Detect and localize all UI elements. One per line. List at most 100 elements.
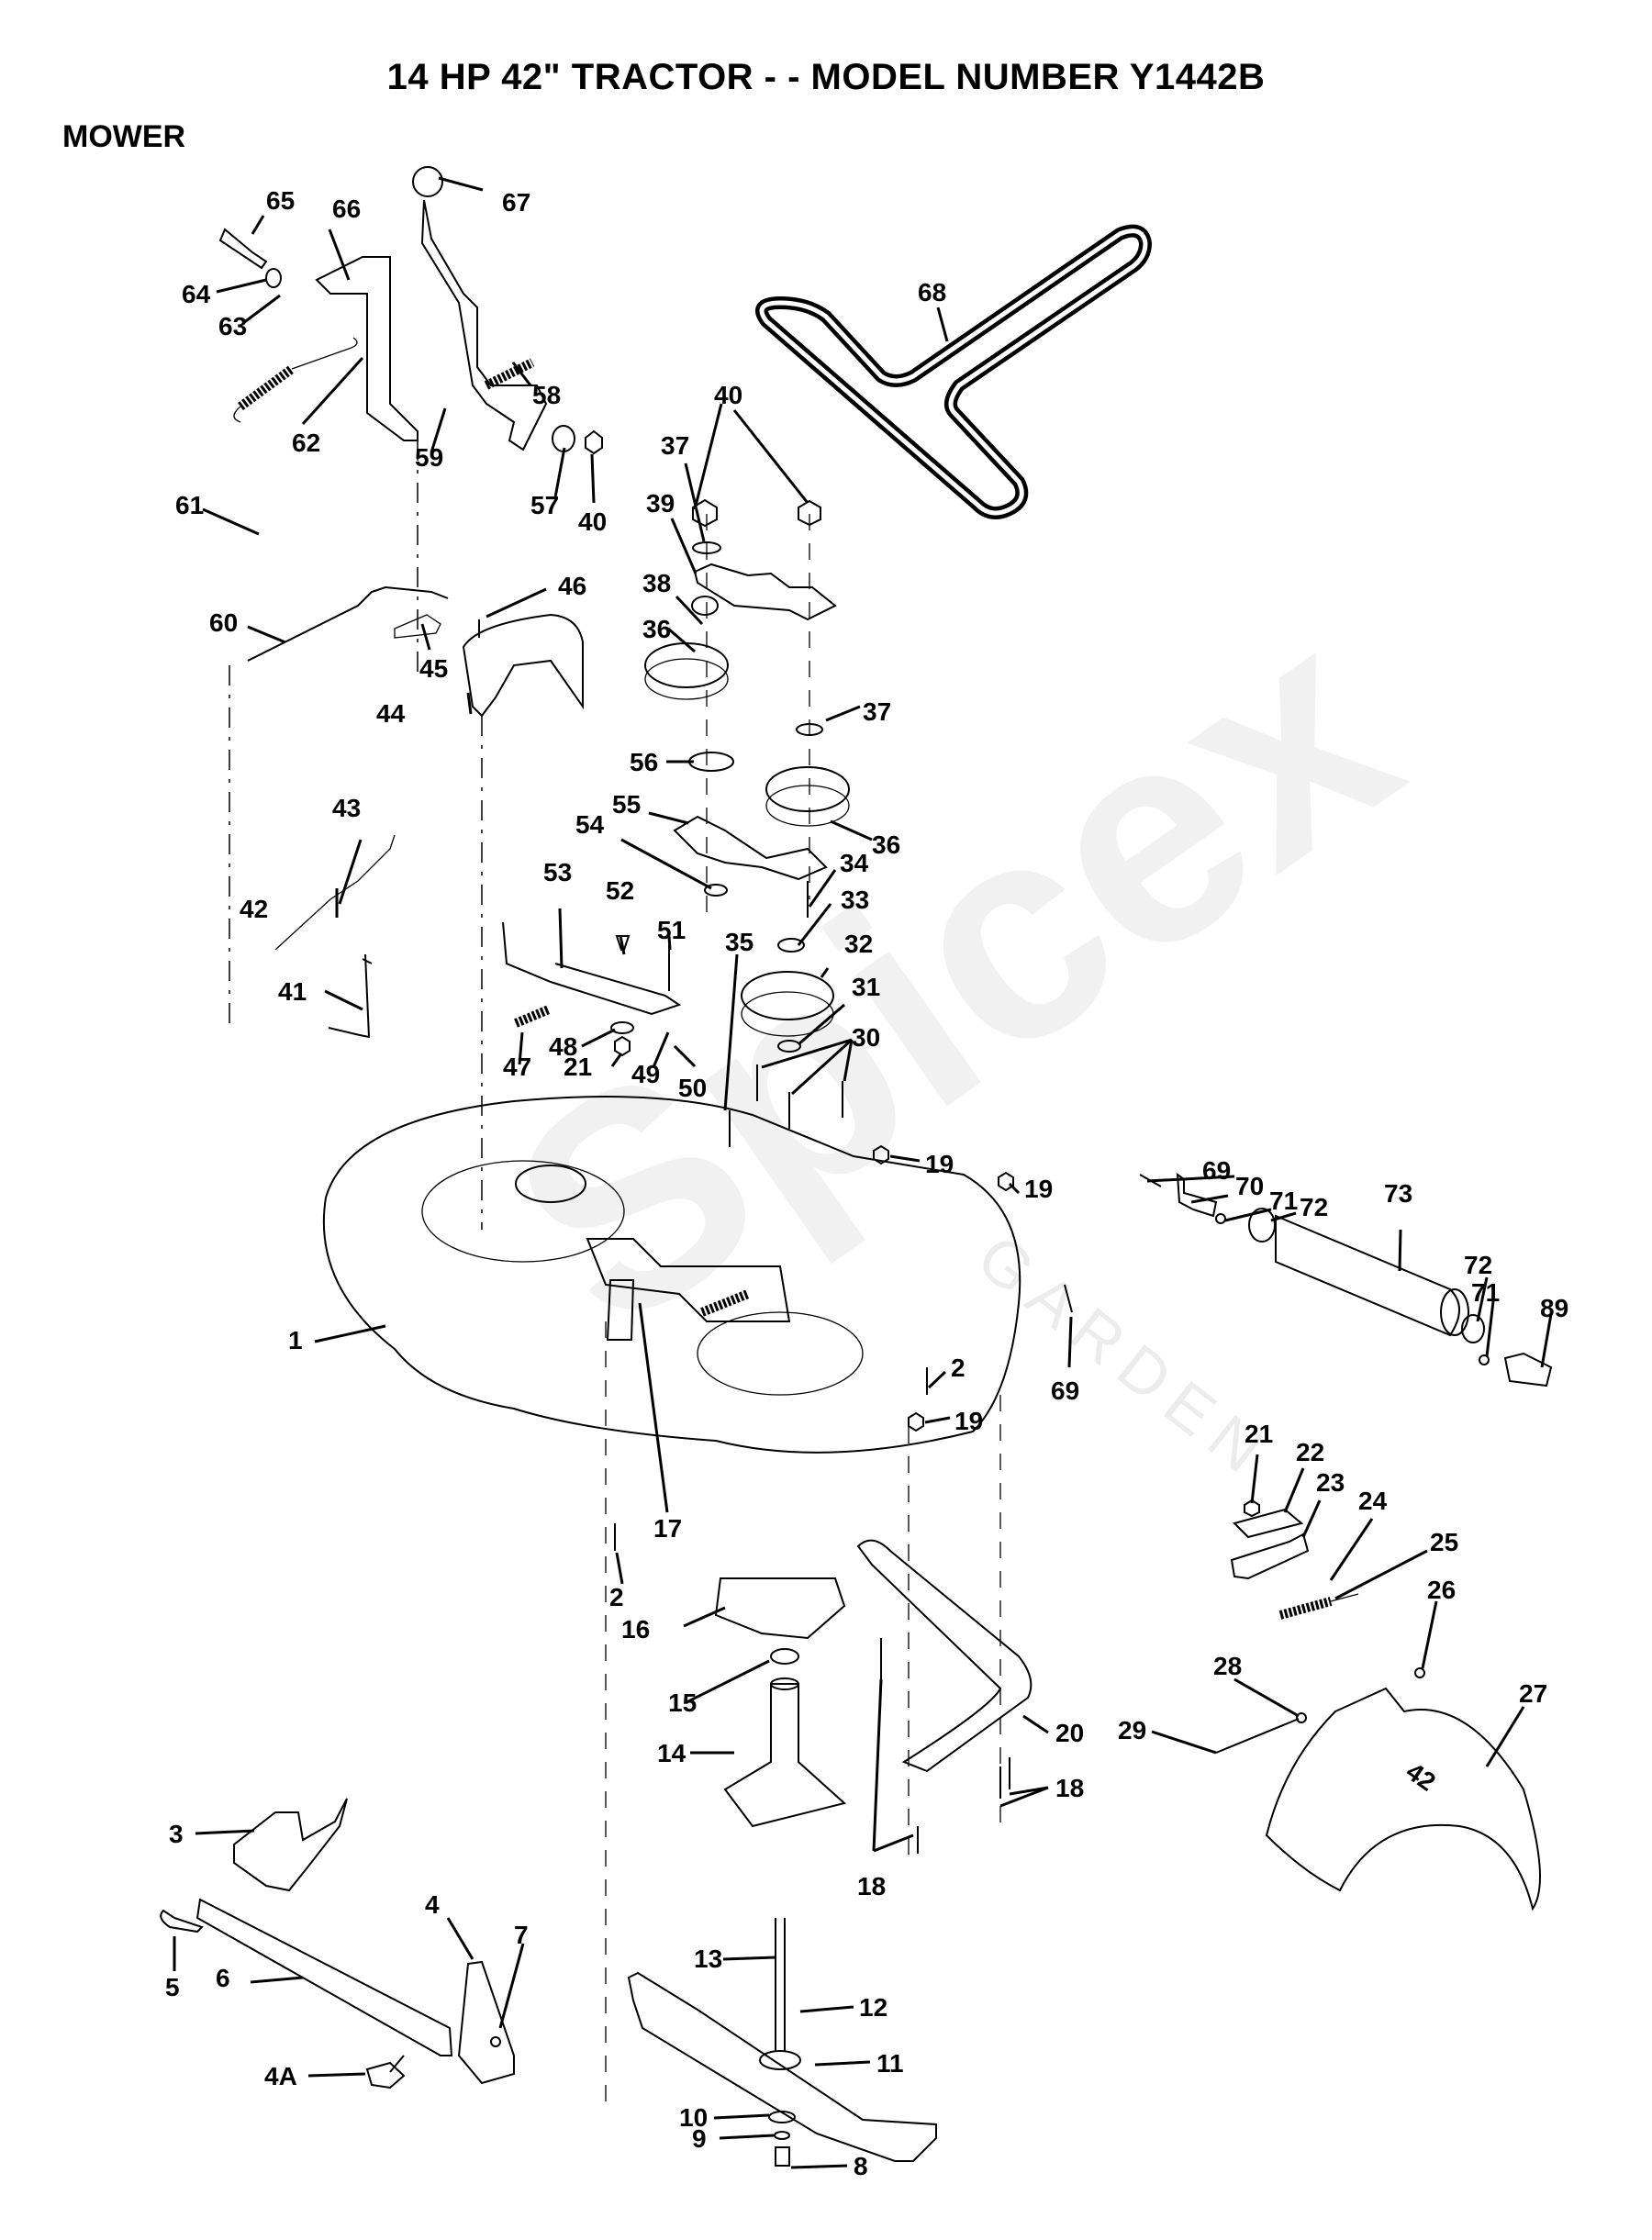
callout-70[interactable]: 70 — [1235, 1172, 1264, 1200]
callout-26[interactable]: 26 — [1427, 1576, 1456, 1604]
mower-blade-11[interactable] — [627, 1971, 937, 2162]
idler-assembly — [644, 498, 850, 918]
callout-55[interactable]: 55 — [612, 790, 641, 819]
callout-36[interactable]: 36 — [872, 830, 900, 859]
callout-2[interactable]: 2 — [951, 1354, 966, 1382]
callout-30[interactable]: 30 — [852, 1023, 880, 1052]
section-heading: MOWER — [62, 119, 186, 154]
callout-25[interactable]: 25 — [1430, 1528, 1458, 1556]
callout-36[interactable]: 36 — [642, 615, 671, 643]
drag-link-6[interactable] — [195, 1898, 453, 2056]
callout-13[interactable]: 13 — [694, 1945, 722, 1973]
callout-42[interactable]: 42 — [240, 895, 268, 923]
spacer-56 — [688, 752, 734, 772]
callout-19[interactable]: 19 — [925, 1150, 954, 1178]
callout-63[interactable]: 63 — [218, 312, 247, 340]
callout-60[interactable]: 60 — [209, 608, 238, 637]
callout-72[interactable]: 72 — [1464, 1251, 1492, 1279]
callout-71[interactable]: 71 — [1269, 1187, 1298, 1215]
spindle-shaft-13 — [775, 1918, 786, 2051]
nut-71b — [1479, 1354, 1490, 1365]
callout-31[interactable]: 31 — [852, 973, 880, 1001]
callout-5[interactable]: 5 — [165, 1973, 180, 2001]
callout-37[interactable]: 37 — [863, 697, 891, 726]
callout-18[interactable]: 18 — [1055, 1774, 1084, 1802]
callout-15[interactable]: 15 — [668, 1688, 697, 1717]
callout-41[interactable]: 41 — [278, 977, 307, 1006]
callout-33[interactable]: 33 — [841, 886, 869, 914]
callout-29[interactable]: 29 — [1118, 1716, 1146, 1744]
callout-49[interactable]: 49 — [631, 1060, 660, 1088]
callout-66[interactable]: 66 — [332, 195, 361, 223]
callout-45[interactable]: 45 — [419, 654, 448, 683]
callout-39[interactable]: 39 — [646, 489, 675, 518]
callout-40[interactable]: 40 — [714, 381, 742, 409]
callout-61[interactable]: 61 — [175, 491, 204, 519]
callout-23[interactable]: 23 — [1316, 1468, 1345, 1497]
callout-57[interactable]: 57 — [530, 491, 559, 519]
callout-69[interactable]: 69 — [1202, 1156, 1231, 1185]
callout-24[interactable]: 24 — [1358, 1487, 1388, 1515]
callout-37[interactable]: 37 — [661, 431, 689, 460]
callout-8[interactable]: 8 — [854, 2152, 868, 2180]
callout-62[interactable]: 62 — [292, 429, 320, 457]
callout-4[interactable]: 4 — [425, 1890, 440, 1919]
callout-11[interactable]: 11 — [876, 2049, 904, 2078]
callout-53[interactable]: 53 — [543, 858, 572, 886]
callout-52[interactable]: 52 — [606, 876, 634, 905]
callout-9[interactable]: 9 — [692, 2124, 707, 2153]
callout-65[interactable]: 65 — [266, 186, 295, 215]
callout-38[interactable]: 38 — [642, 569, 671, 597]
callout-48[interactable]: 48 — [549, 1032, 577, 1061]
callout-3[interactable]: 3 — [169, 1820, 184, 1848]
drive-belt[interactable] — [755, 224, 1152, 519]
callout-71[interactable]: 71 — [1471, 1278, 1500, 1307]
callout-16[interactable]: 16 — [621, 1615, 650, 1644]
mower-deck[interactable] — [322, 1096, 1021, 2111]
callout-34[interactable]: 34 — [840, 849, 869, 877]
callout-4a[interactable]: 4A — [264, 2062, 297, 2090]
callout-40[interactable]: 40 — [578, 507, 607, 536]
callout-19[interactable]: 19 — [954, 1407, 983, 1435]
callout-20[interactable]: 20 — [1055, 1719, 1084, 1747]
callout-73[interactable]: 73 — [1384, 1179, 1412, 1208]
callout-69[interactable]: 69 — [1051, 1376, 1079, 1405]
callout-2[interactable]: 2 — [609, 1583, 624, 1611]
callout-32[interactable]: 32 — [844, 930, 873, 958]
callout-72[interactable]: 72 — [1300, 1193, 1328, 1221]
callout-59[interactable]: 59 — [415, 443, 443, 472]
callout-14[interactable]: 14 — [657, 1739, 686, 1767]
callout-19[interactable]: 19 — [1024, 1175, 1053, 1203]
callout-68[interactable]: 68 — [918, 278, 946, 306]
callout-58[interactable]: 58 — [532, 381, 561, 409]
callout-18[interactable]: 18 — [857, 1872, 886, 1900]
callout-17[interactable]: 17 — [653, 1514, 682, 1543]
link-41 — [328, 953, 373, 1039]
callout-64[interactable]: 64 — [182, 280, 211, 308]
callout-12[interactable]: 12 — [859, 1993, 887, 2022]
callout-54[interactable]: 54 — [575, 810, 605, 839]
callout-43[interactable]: 43 — [332, 794, 361, 822]
callout-27[interactable]: 27 — [1519, 1679, 1547, 1708]
callout-28[interactable]: 28 — [1213, 1652, 1242, 1680]
callout-6[interactable]: 6 — [216, 1964, 230, 1992]
callout-1[interactable]: 1 — [288, 1326, 303, 1354]
spindle-blade-assembly — [627, 1539, 1032, 2167]
callout-89[interactable]: 89 — [1540, 1294, 1568, 1322]
callout-50[interactable]: 50 — [678, 1074, 707, 1102]
callout-51[interactable]: 51 — [657, 916, 686, 944]
callout-44[interactable]: 44 — [376, 699, 406, 728]
washer-54 — [704, 884, 728, 897]
callout-21[interactable]: 21 — [1245, 1420, 1273, 1448]
callout-67[interactable]: 67 — [502, 188, 530, 217]
callout-35[interactable]: 35 — [725, 928, 753, 956]
callout-21[interactable]: 21 — [564, 1053, 592, 1081]
callout-56[interactable]: 56 — [630, 748, 658, 776]
callout-22[interactable]: 22 — [1296, 1438, 1324, 1466]
callout-47[interactable]: 47 — [503, 1053, 531, 1081]
discharge-chute-27[interactable] — [1265, 1687, 1541, 1911]
roller-73[interactable] — [1275, 1214, 1460, 1337]
callout-7[interactable]: 7 — [514, 1921, 529, 1949]
callout-46[interactable]: 46 — [558, 572, 586, 600]
callout-10[interactable]: 10 — [679, 2103, 708, 2132]
